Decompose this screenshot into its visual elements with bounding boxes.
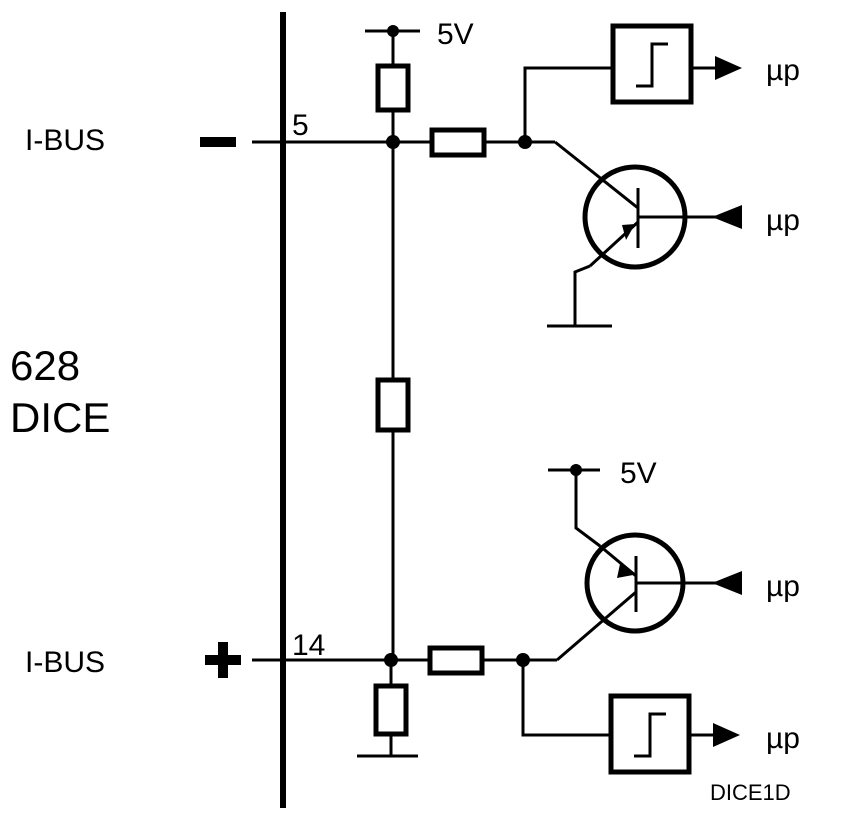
series-resistor-bottom xyxy=(427,645,485,676)
middle-resistor xyxy=(375,377,411,433)
arrow-top-schmitt-icon xyxy=(715,56,742,80)
up-top-transistor-label: µp xyxy=(766,204,800,237)
arrow-bottom-transistor-icon xyxy=(712,571,742,595)
pin-14-label: 14 xyxy=(292,629,325,662)
arrow-top-transistor-icon xyxy=(712,205,742,229)
supply-bottom-wire xyxy=(574,470,601,548)
up-top-schmitt-label: µp xyxy=(766,54,800,87)
plus-sign-icon xyxy=(205,642,241,678)
schmitt-bottom-input-wire xyxy=(521,660,611,737)
supply-bottom-label: 5V xyxy=(620,457,657,490)
figure-id-label: DICE1D xyxy=(710,780,791,805)
device-label-line2: DICE xyxy=(10,394,110,441)
device-label-line1: 628 xyxy=(10,342,80,389)
schmitt-bottom-symbol-icon xyxy=(634,712,666,758)
up-bottom-transistor-label: µp xyxy=(766,570,800,603)
transistor-bottom-emitter-arrow-icon xyxy=(617,564,633,578)
transistor-top-collector xyxy=(554,140,639,210)
ibus-plus-label: I-BUS xyxy=(25,646,105,679)
minus-sign-icon xyxy=(200,137,236,147)
pin-5-label: 5 xyxy=(292,109,309,142)
transistor-bottom-emitter xyxy=(599,544,637,578)
schmitt-top-input-wire xyxy=(523,66,613,142)
pulldown-resistor xyxy=(373,683,409,737)
schmitt-top-symbol-icon xyxy=(636,42,668,88)
series-resistor-top xyxy=(429,127,487,158)
up-bottom-schmitt-label: µp xyxy=(766,722,800,755)
transistor-top-emitter-arrow-icon xyxy=(622,224,635,240)
ibus-minus-label: I-BUS xyxy=(25,124,105,157)
pullup-resistor xyxy=(375,63,411,113)
transistor-top-ground-wire xyxy=(573,264,591,326)
arrow-bottom-schmitt-icon xyxy=(713,723,740,747)
transistor-bottom-collector xyxy=(556,590,637,662)
supply-top-label: 5V xyxy=(437,18,474,51)
